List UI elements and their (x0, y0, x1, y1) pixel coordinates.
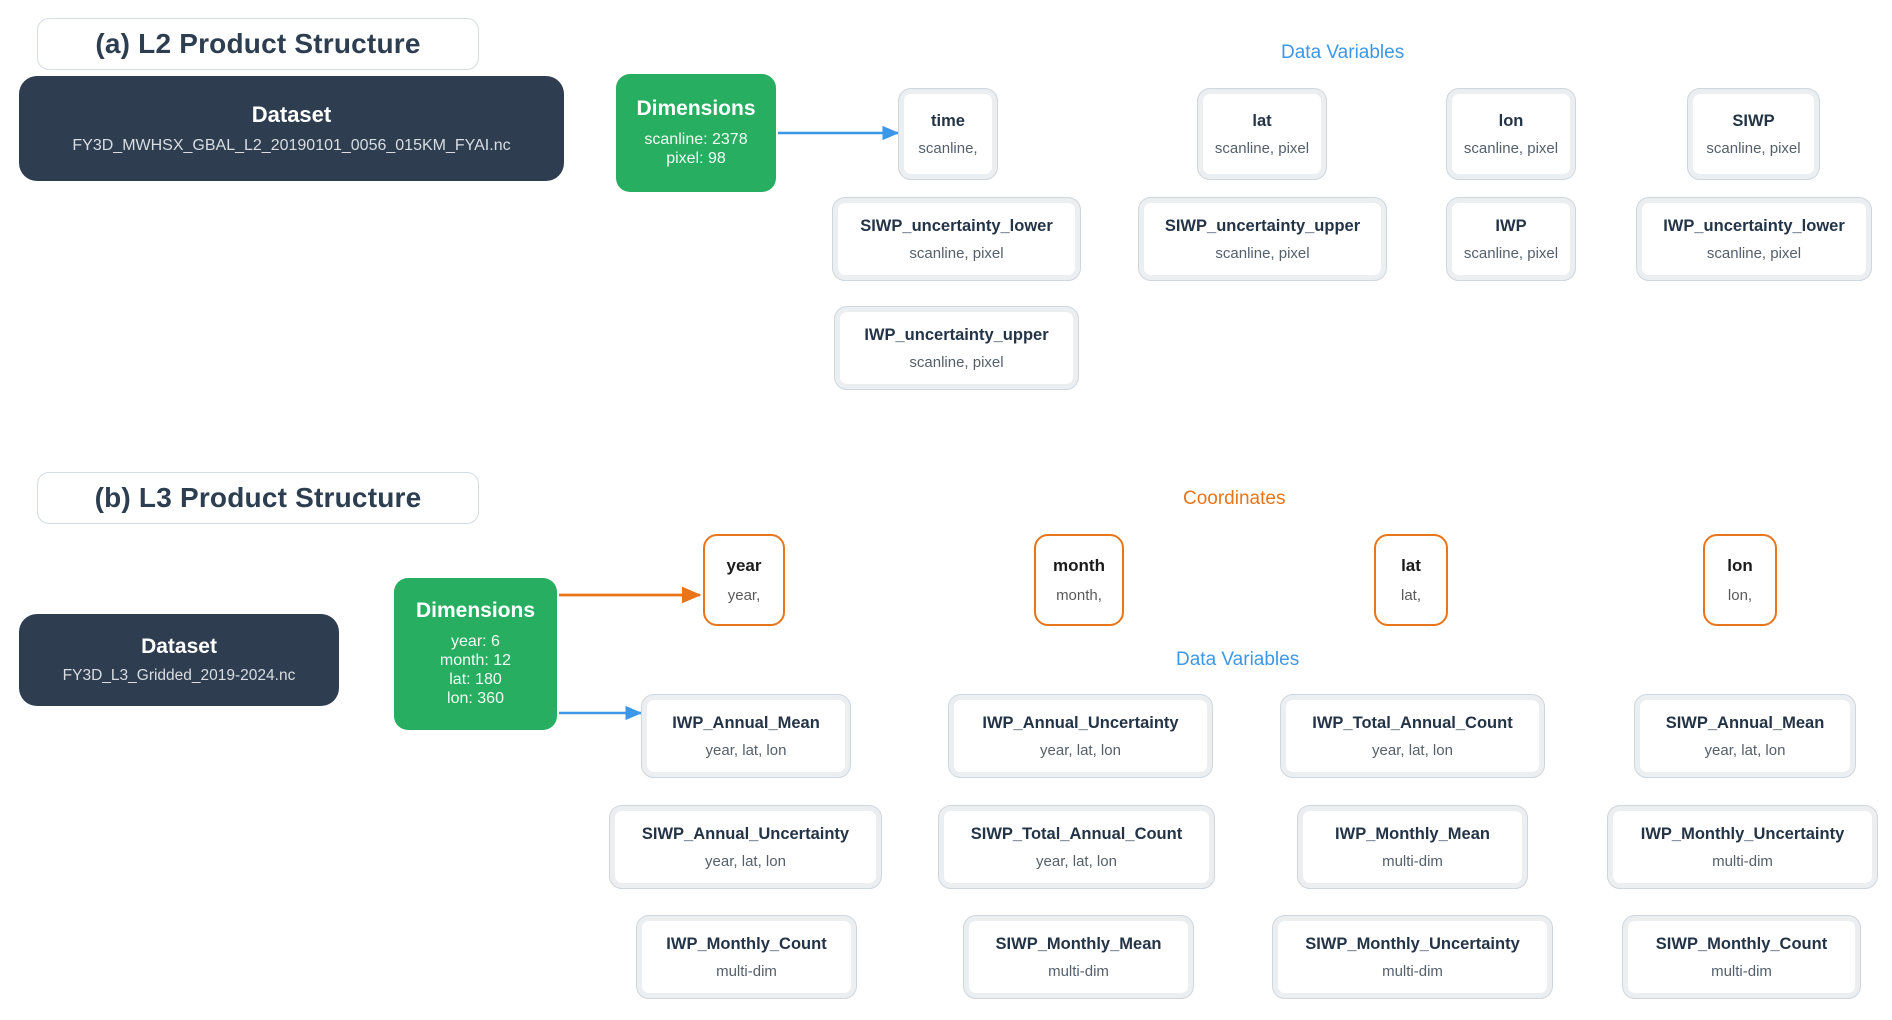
dimensions-entries: scanline: 2378 pixel: 98 (644, 131, 748, 167)
variable-card[interactable]: IWP_Annual_Uncertainty year, lat, lon (948, 694, 1213, 778)
variable-dims: scanline, pixel (1215, 244, 1310, 262)
variable-name: lon (1498, 111, 1524, 130)
coordinate-dims: lon, (1727, 587, 1753, 604)
variable-name: SIWP (1732, 111, 1775, 130)
dataset-label: Dataset (251, 102, 332, 127)
variable-card[interactable]: time scanline, (898, 88, 998, 180)
variable-dims: scanline, pixel (909, 244, 1004, 262)
variable-dims: year, lat, lon (1704, 741, 1786, 759)
variable-name: SIWP_Annual_Uncertainty (641, 824, 850, 843)
dataset-filename: FY3D_MWHSX_GBAL_L2_20190101_0056_015KM_F… (72, 137, 511, 154)
coordinate-card[interactable]: lat lat, (1374, 534, 1448, 626)
variable-card[interactable]: IWP_uncertainty_upper scanline, pixel (834, 306, 1079, 390)
variable-dims: year, lat, lon (1040, 741, 1121, 759)
panel-a-data-variables-label: Data Variables (1281, 42, 1405, 63)
variable-card[interactable]: SIWP_uncertainty_lower scanline, pixel (832, 197, 1081, 281)
variable-name: IWP_Monthly_Uncertainty (1640, 824, 1845, 843)
variable-dims: multi-dim (1712, 852, 1773, 870)
variable-card[interactable]: IWP scanline, pixel (1446, 197, 1576, 281)
panel-b-dimensions-box: Dimensions year: 6 month: 12 lat: 180 lo… (394, 578, 557, 730)
dimensions-label: Dimensions (415, 599, 536, 623)
coordinate-name: lon (1727, 556, 1753, 575)
panel-b-dataset-box: Dataset FY3D_L3_Gridded_2019-2024.nc (19, 614, 339, 706)
variable-dims: year, lat, lon (705, 852, 786, 870)
variable-card[interactable]: SIWP_Monthly_Count multi-dim (1622, 915, 1861, 999)
variable-dims: scanline, pixel (909, 353, 1004, 371)
panel-a-dimensions-box: Dimensions scanline: 2378 pixel: 98 (616, 74, 776, 192)
variable-dims: multi-dim (1382, 962, 1443, 980)
variable-dims: year, lat, lon (705, 741, 787, 759)
variable-dims: year, lat, lon (1372, 741, 1453, 759)
coordinate-card[interactable]: month month, (1034, 534, 1124, 626)
panel-a-dataset-box: Dataset FY3D_MWHSX_GBAL_L2_20190101_0056… (19, 76, 564, 181)
panel-b-data-variables-label: Data Variables (1176, 649, 1300, 670)
panel-b-title: (b) L3 Product Structure (37, 472, 479, 524)
coordinate-dims: year, (727, 587, 761, 604)
variable-name: IWP_uncertainty_upper (864, 325, 1049, 344)
variable-dims: scanline, (918, 139, 978, 157)
variable-card[interactable]: lon scanline, pixel (1446, 88, 1576, 180)
variable-name: time (931, 111, 965, 130)
variable-name: SIWP_Monthly_Mean (995, 934, 1162, 953)
coordinate-name: year (726, 556, 762, 575)
variable-card[interactable]: SIWP_Monthly_Mean multi-dim (963, 915, 1194, 999)
variable-dims: multi-dim (1048, 962, 1109, 980)
variable-name: SIWP_Annual_Mean (1665, 713, 1825, 732)
variable-card[interactable]: IWP_Monthly_Mean multi-dim (1297, 805, 1528, 889)
panel-a-title: (a) L2 Product Structure (37, 18, 479, 70)
coordinate-card[interactable]: year year, (703, 534, 785, 626)
variable-name: IWP_Annual_Mean (672, 713, 820, 732)
dimensions-label: Dimensions (636, 97, 756, 121)
variable-card[interactable]: SIWP_Annual_Mean year, lat, lon (1634, 694, 1856, 778)
coordinate-name: month (1053, 556, 1105, 575)
variable-dims: scanline, pixel (1463, 244, 1559, 262)
variable-name: IWP (1495, 216, 1527, 235)
variable-dims: scanline, pixel (1706, 244, 1802, 262)
variable-card[interactable]: SIWP scanline, pixel (1687, 88, 1820, 180)
coordinate-card[interactable]: lon lon, (1703, 534, 1777, 626)
variable-card[interactable]: lat scanline, pixel (1197, 88, 1327, 180)
variable-dims: multi-dim (1711, 962, 1772, 980)
panel-b-coordinates-label: Coordinates (1183, 488, 1286, 509)
variable-name: IWP_Monthly_Mean (1335, 824, 1490, 843)
variable-card[interactable]: IWP_Monthly_Count multi-dim (636, 915, 857, 999)
variable-name: SIWP_Total_Annual_Count (970, 824, 1183, 843)
variable-name: IWP_Monthly_Count (666, 934, 827, 953)
variable-card[interactable]: IWP_uncertainty_lower scanline, pixel (1636, 197, 1872, 281)
variable-card[interactable]: IWP_Total_Annual_Count year, lat, lon (1280, 694, 1545, 778)
variable-card[interactable]: IWP_Monthly_Uncertainty multi-dim (1607, 805, 1878, 889)
variable-name: SIWP_uncertainty_upper (1164, 216, 1361, 235)
variable-dims: year, lat, lon (1036, 852, 1117, 870)
coordinate-dims: month, (1056, 587, 1102, 604)
variable-dims: scanline, pixel (1706, 139, 1801, 157)
variable-dims: multi-dim (716, 962, 777, 980)
variable-card[interactable]: SIWP_Total_Annual_Count year, lat, lon (938, 805, 1215, 889)
variable-name: SIWP_Monthly_Uncertainty (1305, 934, 1520, 953)
variable-name: SIWP_Monthly_Count (1655, 934, 1828, 953)
variable-dims: scanline, pixel (1214, 139, 1310, 157)
dataset-filename: FY3D_L3_Gridded_2019-2024.nc (62, 667, 296, 684)
variable-name: SIWP_uncertainty_lower (860, 216, 1053, 235)
variable-name: IWP_Total_Annual_Count (1312, 713, 1513, 732)
variable-name: lat (1252, 111, 1272, 130)
variable-card[interactable]: IWP_Annual_Mean year, lat, lon (641, 694, 851, 778)
variable-name: IWP_Annual_Uncertainty (982, 713, 1179, 732)
dataset-label: Dataset (141, 635, 217, 658)
variable-dims: multi-dim (1382, 852, 1443, 870)
dimensions-entries: year: 6 month: 12 lat: 180 lon: 360 (439, 633, 512, 707)
variable-card[interactable]: SIWP_uncertainty_upper scanline, pixel (1138, 197, 1387, 281)
variable-card[interactable]: SIWP_Annual_Uncertainty year, lat, lon (609, 805, 882, 889)
coordinate-dims: lat, (1400, 587, 1421, 604)
coordinate-name: lat (1401, 556, 1421, 575)
variable-card[interactable]: SIWP_Monthly_Uncertainty multi-dim (1272, 915, 1553, 999)
variable-name: IWP_uncertainty_lower (1663, 216, 1845, 235)
variable-dims: scanline, pixel (1463, 139, 1559, 157)
